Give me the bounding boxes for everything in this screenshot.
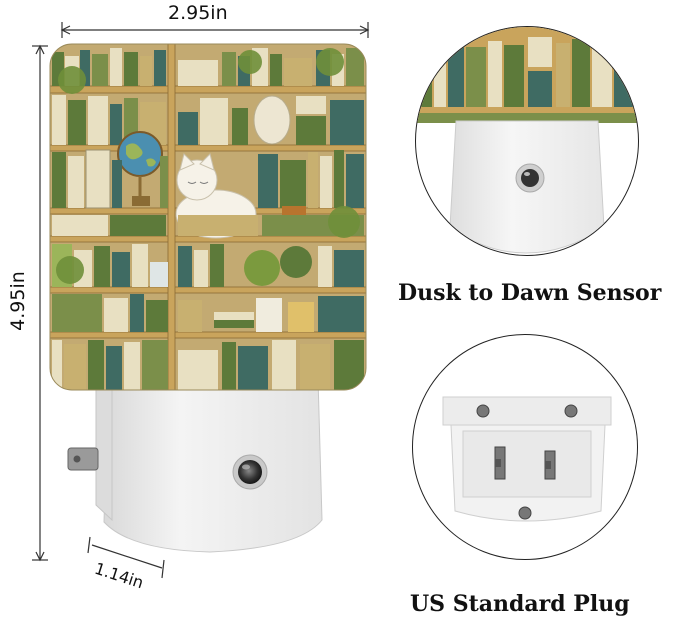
dimension-lines	[32, 22, 370, 579]
plug-prongs-icon	[494, 446, 556, 480]
night-light-drawing	[32, 22, 370, 579]
bookshelf-panel	[50, 44, 366, 390]
screw-icon	[476, 404, 578, 520]
globe-illustration	[117, 131, 163, 206]
width-label: 2.95in	[168, 2, 228, 24]
sensor-detail-drawing	[416, 27, 638, 254]
plug-caption: US Standard Plug	[410, 591, 630, 617]
light-sensor-icon	[232, 454, 268, 490]
sensor-caption: Dusk to Dawn Sensor	[398, 280, 662, 306]
height-label: 4.95in	[6, 271, 29, 331]
light-sensor-icon	[515, 163, 545, 193]
plug-detail-circle	[412, 334, 638, 560]
plug-detail-drawing	[442, 396, 612, 522]
main-product: 2.95in 4.95in 1.14in	[6, 2, 370, 592]
sensor-detail-circle	[415, 26, 639, 256]
